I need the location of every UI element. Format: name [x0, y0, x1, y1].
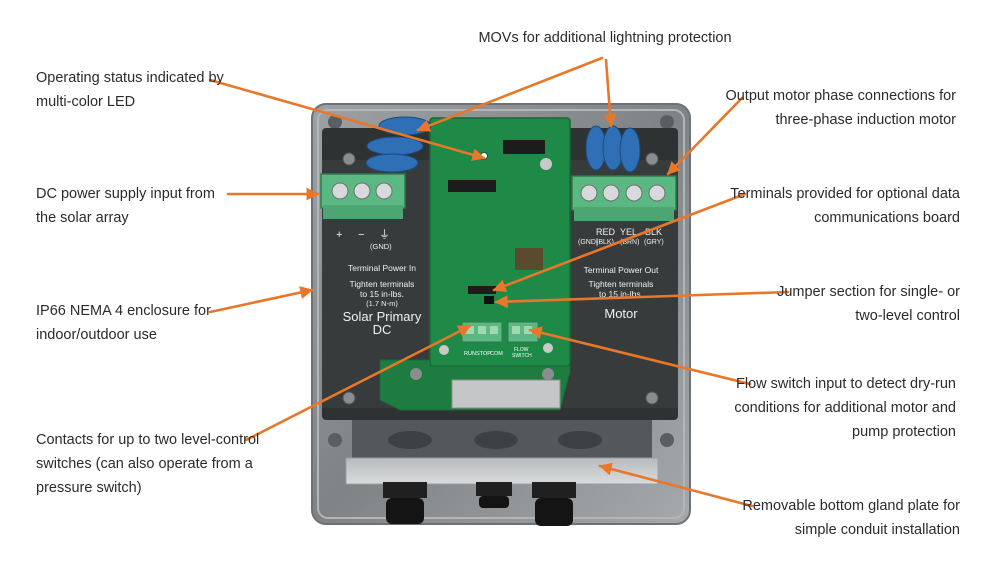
callout-data-terminals-line-1: Terminals provided for optional data	[730, 186, 960, 202]
callout-arrows	[208, 56, 790, 508]
polarity-gnd: (GND)	[370, 242, 392, 251]
callout-dc-input: DC power supply input from the solar arr…	[36, 182, 215, 230]
polarity-plus: +	[336, 229, 342, 241]
callout-movs: MOVs for additional lightning protection	[470, 26, 740, 50]
left-torque-3: (1.7 N-m)	[366, 299, 398, 308]
callout-contacts: Contacts for up to two level-control swi…	[36, 428, 259, 500]
callout-enclosure-line-2: indoor/outdoor use	[36, 327, 157, 343]
callout-contacts-line-1: Contacts for up to two level-control	[36, 432, 260, 448]
callout-led: Operating status indicated by multi-colo…	[36, 66, 224, 114]
lower-board	[379, 359, 571, 411]
callout-flow-switch-line-1: Flow switch input to detect dry-run	[735, 376, 956, 392]
callout-movs-line-1: MOVs for additional lightning protection	[478, 30, 732, 46]
wire-yel: YEL	[620, 227, 637, 237]
panel-silkscreen: + − ⏚ (GND) Terminal Power In Tighten te…	[336, 227, 664, 359]
arrow-flow-switch	[528, 326, 752, 386]
callout-data-terminals: Terminals provided for optional data com…	[730, 182, 960, 230]
right-terminal-title: Terminal Power Out	[584, 265, 659, 275]
callout-flow-switch-line-3: pump protection	[852, 424, 956, 440]
callout-gland-plate-line-2: simple conduit installation	[794, 522, 960, 538]
arrow-mov-left	[416, 56, 604, 132]
wire-sub-blk: (BLK)	[596, 239, 614, 246]
arrow-jumper	[494, 290, 790, 309]
right-torque-1: Tighten terminals	[589, 279, 654, 289]
cable-glands	[383, 482, 576, 526]
pcb-label-flow: FLOW	[514, 347, 529, 353]
pcb-label-com: COM	[490, 351, 503, 357]
wire-sub-brn: (BRN)	[620, 239, 639, 246]
callout-jumper-line-1: Jumper section for single- or	[777, 284, 960, 300]
arrow-led	[208, 78, 486, 162]
arrow-motor-phase	[666, 96, 744, 176]
arrow-data-terminals	[492, 192, 747, 292]
right-name: Motor	[604, 306, 638, 321]
gland-plate	[345, 420, 659, 485]
callout-motor-phase-line-2: three-phase induction motor	[775, 112, 956, 128]
polarity-minus: −	[358, 229, 364, 241]
callout-enclosure-line-1: IP66 NEMA 4 enclosure for	[36, 303, 211, 319]
callout-led-line-1: Operating status indicated by	[36, 70, 224, 86]
callout-flow-switch-line-2: conditions for additional motor and	[734, 400, 956, 416]
callout-dc-input-line-1: DC power supply input from	[36, 186, 215, 202]
arrow-enclosure	[208, 286, 314, 314]
pcb-label-run: RUN	[464, 351, 476, 357]
callout-jumper-line-2: two-level control	[855, 308, 960, 324]
wire-sub-gry: (GRY)	[644, 239, 664, 246]
callout-jumper: Jumper section for single- or two-level …	[777, 280, 960, 328]
left-torque-2: to 15 in-lbs.	[360, 289, 404, 299]
control-pcb	[429, 117, 571, 367]
callout-enclosure: IP66 NEMA 4 enclosure for indoor/outdoor…	[36, 299, 211, 347]
callout-contacts-line-3: pressure switch)	[36, 480, 142, 496]
left-terminal-title: Terminal Power In	[348, 263, 416, 273]
callout-contacts-line-2: switches (can also operate from a	[36, 456, 253, 472]
callout-gland-plate: Removable bottom gland plate for simple …	[742, 494, 960, 542]
right-torque-2: to 15 in-lbs.	[599, 289, 643, 299]
arrow-mov-right	[603, 58, 617, 128]
wire-red: RED	[596, 227, 616, 237]
callout-flow-switch: Flow switch input to detect dry-run cond…	[734, 372, 956, 444]
wire-blk: BLK	[645, 227, 662, 237]
callout-led-line-2: multi-color LED	[36, 94, 136, 110]
wire-sub-gnd: (GND)	[578, 239, 598, 246]
callout-motor-phase-line-1: Output motor phase connections for	[725, 88, 956, 104]
motor-output-terminal-block	[571, 175, 677, 221]
left-torque-1: Tighten terminals	[350, 279, 415, 289]
pcb-label-stop: STOP	[476, 351, 491, 357]
arrow-contacts	[244, 324, 472, 442]
left-name-1: Solar Primary	[343, 309, 422, 324]
pcb-label-switch: SWITCH	[512, 353, 532, 359]
callout-data-terminals-line-2: communications board	[814, 210, 960, 226]
polarity-ground: ⏚	[379, 228, 390, 241]
callout-motor-phase: Output motor phase connections for three…	[725, 84, 956, 132]
arrow-gland-plate	[598, 462, 754, 508]
left-name-2: DC	[373, 322, 392, 337]
callout-dc-input-line-2: the solar array	[36, 210, 129, 226]
callout-gland-plate-line-1: Removable bottom gland plate for	[742, 498, 960, 514]
dc-input-terminal-block	[320, 173, 406, 219]
